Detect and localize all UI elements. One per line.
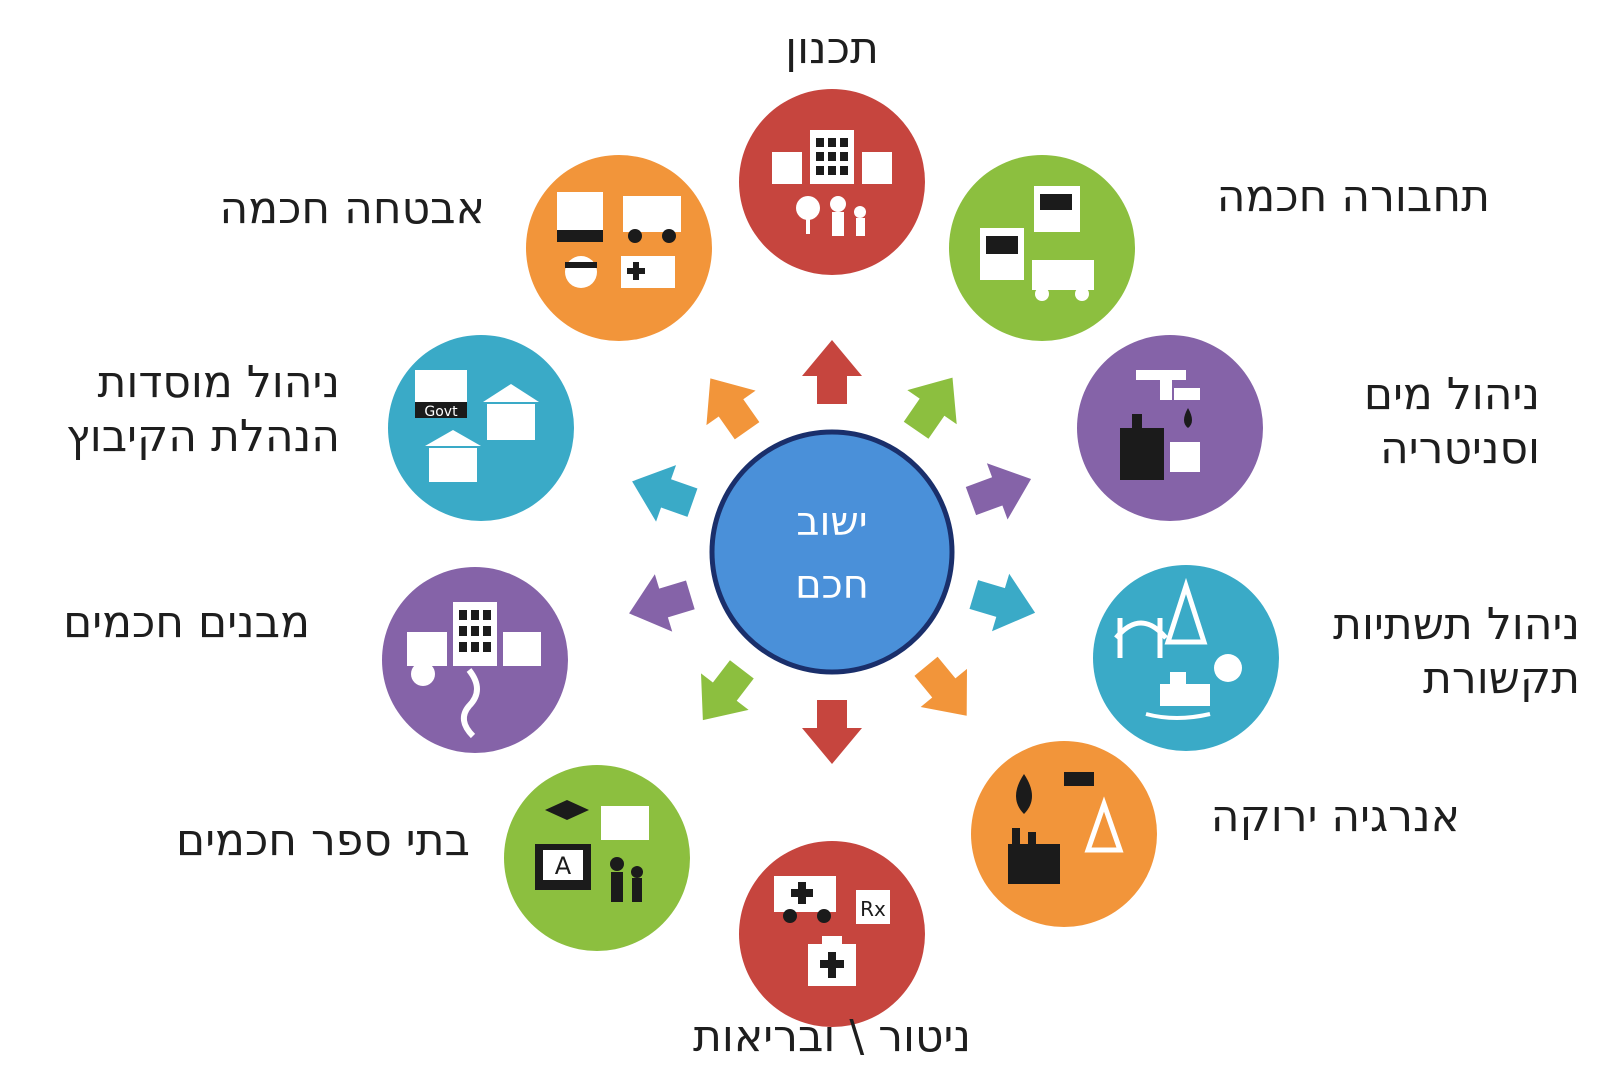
city-planning-icon [772, 130, 892, 236]
label-buildings-line-1: מבנים חכמים [63, 597, 310, 648]
center-hub: ישוב חכם [709, 429, 955, 675]
svg-text:Rx: Rx [860, 897, 886, 921]
node-energy [971, 741, 1157, 927]
node-health: Rx [739, 841, 925, 1027]
label-schools: בתי ספר חכמים [176, 814, 470, 868]
ambulance-icon: Rx [774, 876, 890, 986]
label-buildings: מבנים חכמים [63, 596, 310, 650]
arrow-planning [802, 340, 862, 404]
arrow-health [802, 700, 862, 764]
node-infrastructure [1093, 565, 1279, 751]
arrow-schools [701, 660, 754, 721]
label-security: אבטחה חכמה [219, 182, 485, 236]
node-circle-security [526, 155, 712, 341]
arrows-layer [629, 340, 1036, 764]
svg-text:A: A [555, 852, 572, 880]
bridge-tower-icon [1114, 577, 1242, 720]
node-water [1077, 335, 1263, 521]
center-circle [709, 429, 955, 675]
node-circle-water [1077, 335, 1263, 521]
label-energy: אנרגיה ירוקה [1211, 790, 1460, 844]
label-infrastructure-line-1: ניהול תשתיות [1333, 599, 1580, 650]
label-health-line-1: ניטור \ ובריאות [692, 1011, 972, 1062]
label-institutions-line-2: הנהלת הקיבוץ [66, 410, 340, 462]
label-schools-line-1: בתי ספר חכמים [176, 815, 470, 866]
energy-factory-icon [1008, 772, 1124, 884]
school-icon: A [535, 800, 649, 902]
arrow-water [965, 463, 1032, 520]
node-institutions: Govt [388, 335, 574, 521]
center-label-line1: ישוב [796, 499, 867, 545]
transport-icon [980, 186, 1094, 301]
arrow-buildings [629, 574, 695, 632]
node-security [526, 155, 712, 341]
buildings-icon [407, 602, 541, 739]
label-transport: תחבורה חכמה [1217, 170, 1490, 224]
arrow-infrastructure [969, 573, 1036, 632]
label-water-line-2: וסניטריה [1380, 422, 1540, 474]
node-circle-energy [971, 741, 1157, 927]
center-label-line2: חכם [795, 562, 869, 608]
svg-text:Govt: Govt [424, 404, 458, 420]
arrow-institutions [632, 465, 698, 522]
node-circle-institutions [388, 335, 574, 521]
node-buildings [382, 567, 568, 753]
label-planning: תכנון [532, 22, 1132, 76]
label-water-line-1: ניהול מים [1363, 369, 1540, 420]
label-institutions-line-1: ניהול מוסדות [97, 357, 340, 408]
nodes-layer: Rx A Govt [382, 89, 1279, 1027]
node-circle-schools [504, 765, 690, 951]
node-circle-infrastructure [1093, 565, 1279, 751]
arrow-transport [903, 377, 957, 439]
label-infrastructure-line-2: תקשורת [1422, 652, 1580, 704]
node-transport [949, 155, 1135, 341]
node-planning [739, 89, 925, 275]
label-security-line-1: אבטחה חכמה [219, 183, 485, 234]
label-energy-line-1: אנרגיה ירוקה [1210, 791, 1460, 842]
water-tap-icon [1120, 370, 1200, 480]
police-firetruck-icon [557, 192, 681, 288]
node-circle-health [739, 841, 925, 1027]
arrow-security [706, 378, 760, 440]
label-planning-line-1: תכנון [785, 23, 879, 74]
label-transport-line-1: תחבורה חכמה [1216, 171, 1490, 222]
node-circle-transport [949, 155, 1135, 341]
node-schools: A [504, 765, 690, 951]
label-health: ניטור \ ובריאות [532, 1010, 1132, 1064]
government-icon: Govt [415, 370, 539, 482]
arrow-energy [914, 656, 967, 716]
